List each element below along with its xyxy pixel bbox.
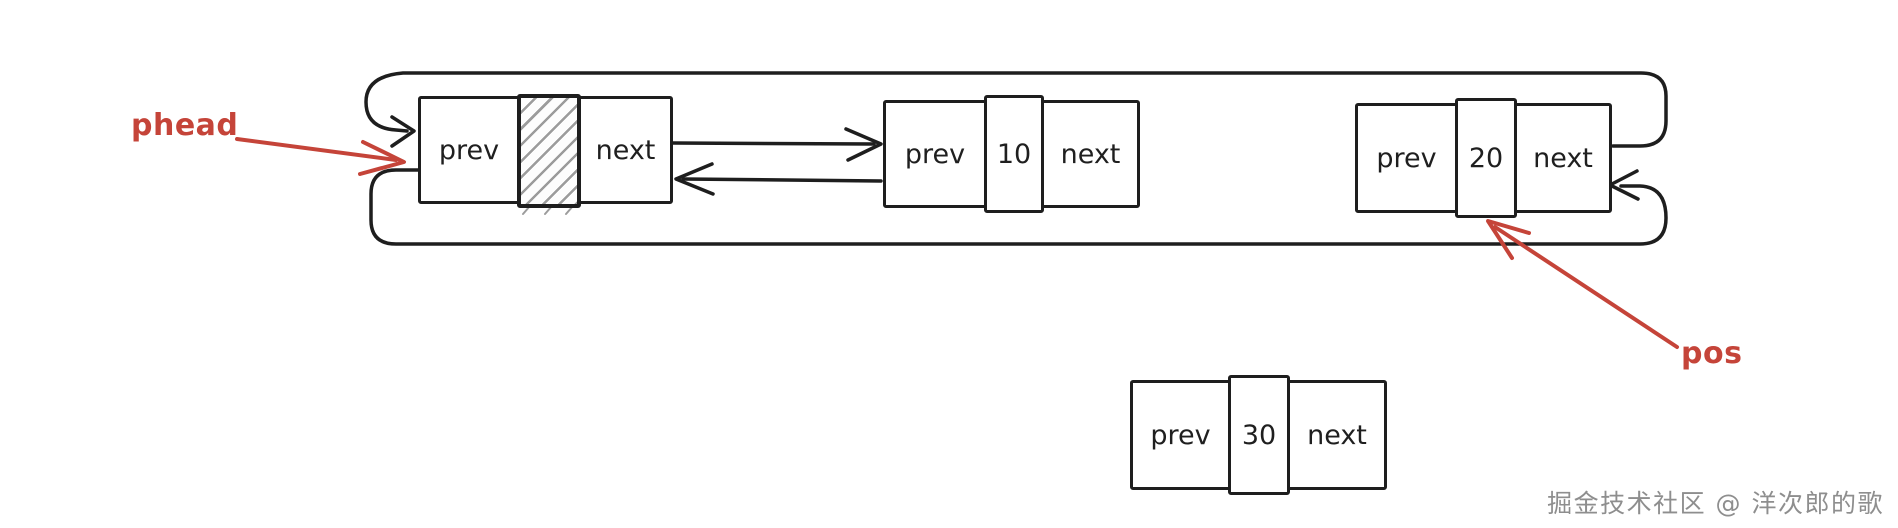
node-30-value-cell: 30 [1228, 375, 1290, 495]
arrow-10-to-head-line [681, 177, 883, 183]
pos-arrowhead [1486, 219, 1531, 260]
node-20-prev-cell: prev [1355, 103, 1458, 213]
node-head-hatched-value-cell [517, 94, 581, 208]
loop-top-rail [364, 71, 1668, 148]
loop-bottom-rail [369, 168, 1668, 246]
node-30: prev 30 next [1130, 375, 1387, 495]
phead-arrowhead [358, 140, 406, 176]
node-head-prev-cell: prev [418, 96, 520, 204]
phead-arrow [235, 137, 406, 176]
node-20-next-cell: next [1514, 103, 1612, 213]
arrow-head-to-10-arrowhead [844, 127, 883, 162]
node-20: prev 20 next [1355, 98, 1612, 218]
watermark: 掘金技术社区 @ 洋次郎的歌 [1547, 489, 1884, 518]
arrow-10-to-head-arrowhead [674, 162, 715, 196]
node-10-next-cell: next [1041, 100, 1140, 208]
pos-label: pos [1681, 336, 1743, 371]
pos-arrow-line [1493, 225, 1679, 349]
pos-arrow [1486, 219, 1679, 349]
node-20-value-cell: 20 [1455, 98, 1517, 218]
node-30-prev-cell: prev [1130, 380, 1231, 490]
phead-label: phead [131, 108, 239, 143]
node-10-value-cell: 10 [984, 95, 1044, 213]
node-head-next-cell: next [578, 96, 673, 204]
node-head: prev next [418, 94, 673, 208]
node-10: prev 10 next [883, 95, 1140, 213]
phead-arrow-line [235, 137, 398, 162]
node-30-next-cell: next [1287, 380, 1387, 490]
node-10-prev-cell: prev [883, 100, 987, 208]
arrow-head-to-10-line [671, 141, 876, 146]
arrowhead-into-head [390, 115, 416, 148]
